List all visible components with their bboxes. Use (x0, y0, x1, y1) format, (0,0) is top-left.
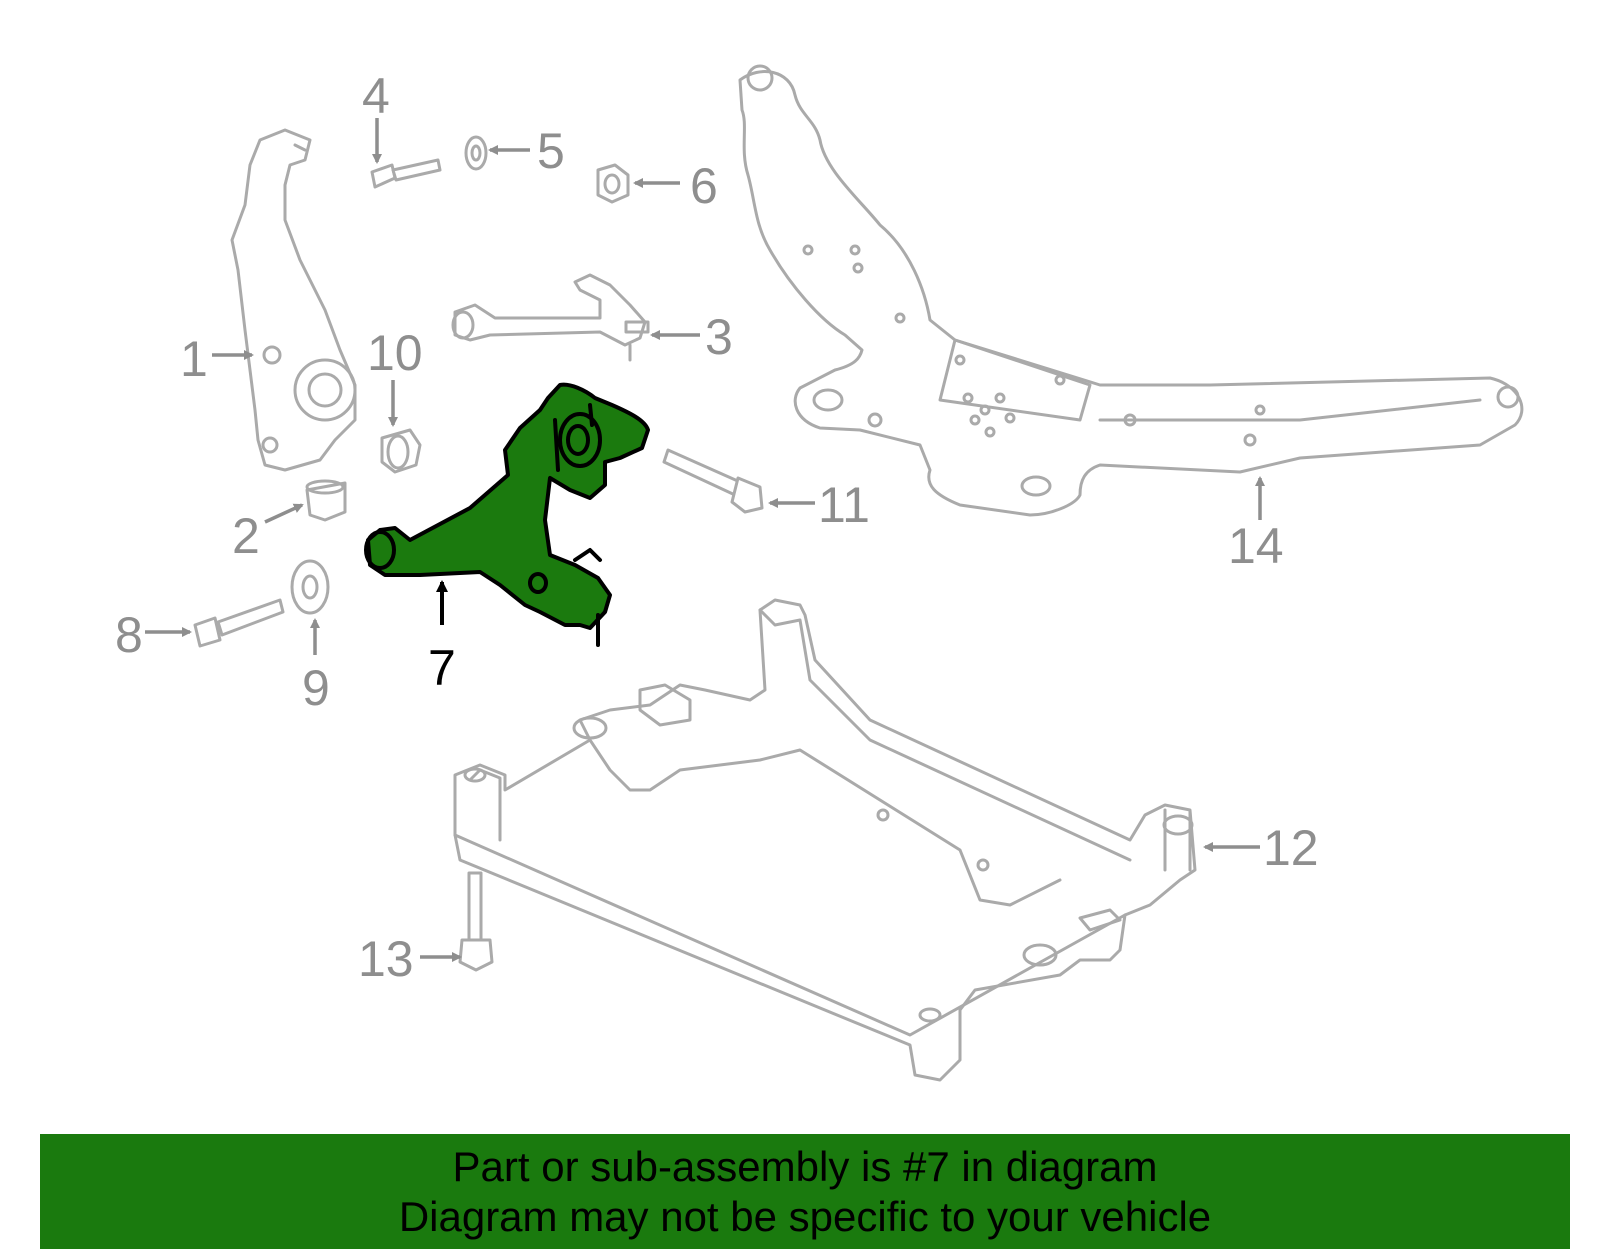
part-1-steering-knuckle[interactable] (230, 128, 357, 472)
callout-8: 8 (115, 607, 143, 663)
part-10-bushing[interactable] (380, 428, 422, 474)
callout-11: 11 (818, 477, 870, 533)
banner-line-1: Part or sub-assembly is #7 in diagram (452, 1143, 1158, 1190)
part-11-bolt[interactable] (662, 448, 764, 514)
part-7-lower-control-arm[interactable] (364, 382, 650, 647)
part-3-upper-control-arm[interactable] (451, 273, 650, 362)
callout-13: 13 (358, 931, 414, 987)
callout-14: 14 (1228, 518, 1284, 574)
info-banner: Part or sub-assembly is #7 in diagram Di… (40, 1134, 1570, 1249)
banner-line-2: Diagram may not be specific to your vehi… (398, 1193, 1212, 1240)
part-6-nut[interactable] (596, 163, 630, 204)
part-5-washer[interactable] (464, 135, 488, 171)
callout-1: 1 (180, 331, 208, 387)
callout-10: 10 (367, 325, 423, 381)
part-14-upper-crossmember[interactable] (738, 64, 1524, 517)
callout-4: 4 (362, 68, 390, 124)
arrow-2 (264, 503, 304, 524)
callout-7: 7 (428, 640, 456, 696)
callout-6: 6 (690, 158, 718, 214)
parts-diagram: 1 2 3 4 5 6 7 8 9 10 11 12 13 14 (115, 64, 1524, 1082)
part-2-bushing[interactable] (305, 479, 347, 522)
callout-2: 2 (232, 508, 260, 564)
part-4-bolt[interactable] (370, 158, 442, 189)
callout-5: 5 (537, 123, 565, 179)
part-8-bolt[interactable] (193, 598, 285, 648)
part-9-washer[interactable] (290, 559, 330, 615)
callout-9: 9 (302, 660, 330, 716)
part-13-bolt[interactable] (458, 871, 494, 972)
callout-3: 3 (705, 309, 733, 365)
callout-12: 12 (1263, 820, 1319, 876)
part-12-lower-subframe[interactable] (453, 598, 1197, 1082)
